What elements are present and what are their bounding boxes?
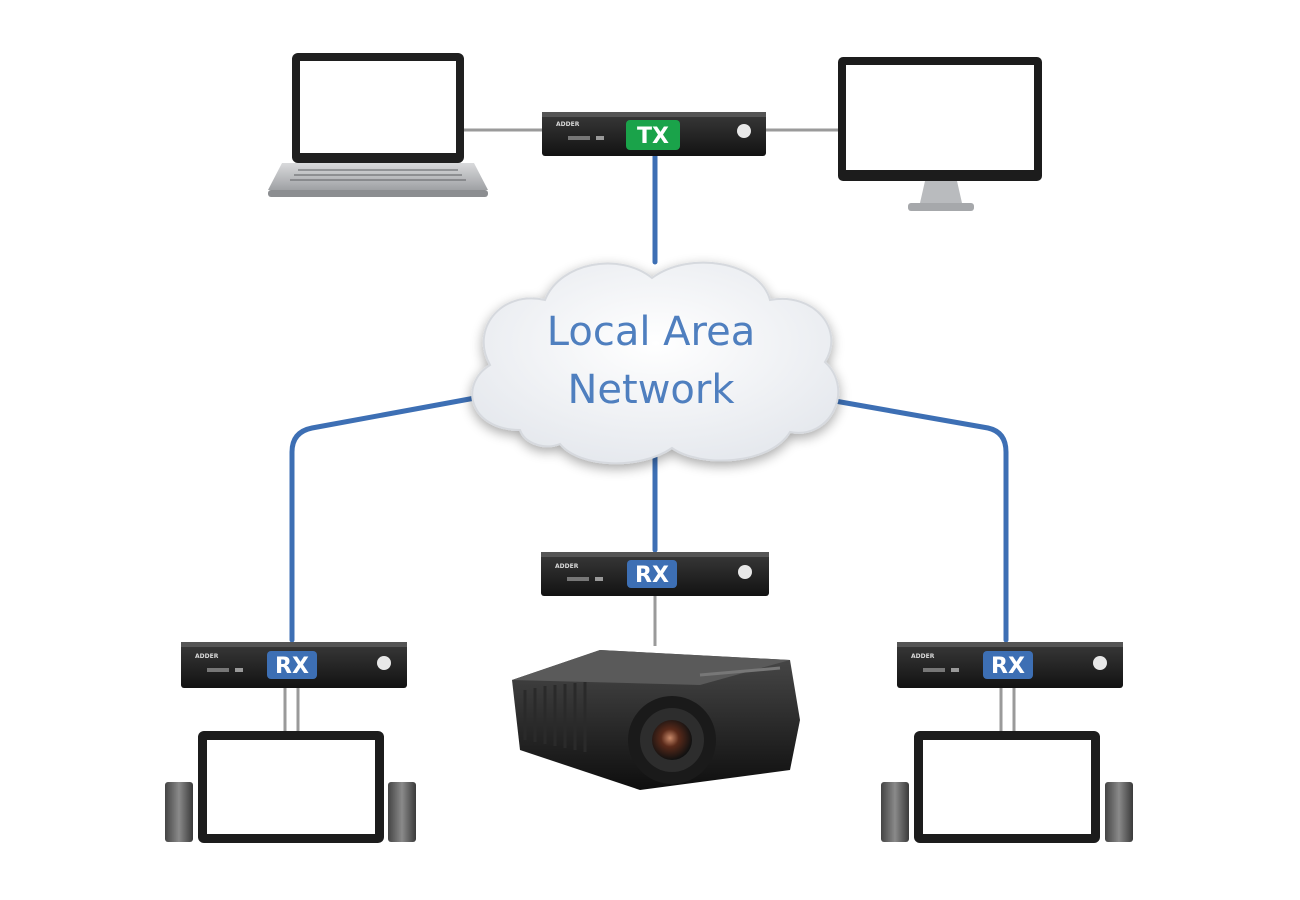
tx-unit: ADDER TX xyxy=(542,112,766,156)
rx-right-label: RX xyxy=(991,654,1025,679)
right-speaker-icon-a xyxy=(881,782,909,842)
svg-text:ADDER: ADDER xyxy=(555,563,579,570)
rx-center-label: RX xyxy=(635,563,669,588)
lan-to-rx-right-cable xyxy=(815,395,1009,643)
rx-unit-left: ADDER RX xyxy=(181,642,407,688)
tx-label: TX xyxy=(637,124,669,149)
rx-right-badge xyxy=(983,651,1033,679)
svg-text:ADDER: ADDER xyxy=(911,653,935,660)
rx-unit-center: ADDER RX xyxy=(541,552,769,596)
rx-left-badge xyxy=(267,651,317,679)
left-speaker-icon-b xyxy=(388,782,416,842)
tx-badge xyxy=(626,120,680,150)
network-cables xyxy=(289,152,1009,643)
projector-icon xyxy=(512,650,800,790)
cloud-icon xyxy=(471,261,840,465)
local-cables xyxy=(283,128,1016,732)
laptop-icon xyxy=(268,53,488,197)
left-display-station xyxy=(165,731,416,843)
rx-unit-right: ADDER RX xyxy=(897,642,1123,688)
rx-left-label: RX xyxy=(275,654,309,679)
lan-label-line1: Local Area xyxy=(547,309,755,355)
svg-text:ADDER: ADDER xyxy=(195,653,219,660)
rx-center-badge xyxy=(627,560,677,588)
desktop-monitor-icon xyxy=(838,57,1042,211)
lan-to-rx-left-cable xyxy=(289,395,478,643)
right-speaker-icon-b xyxy=(1105,782,1133,842)
left-speaker-icon-a xyxy=(165,782,193,842)
svg-text:ADDER: ADDER xyxy=(556,121,580,128)
lan-label-line2: Network xyxy=(567,367,735,413)
right-display-station xyxy=(881,731,1133,843)
